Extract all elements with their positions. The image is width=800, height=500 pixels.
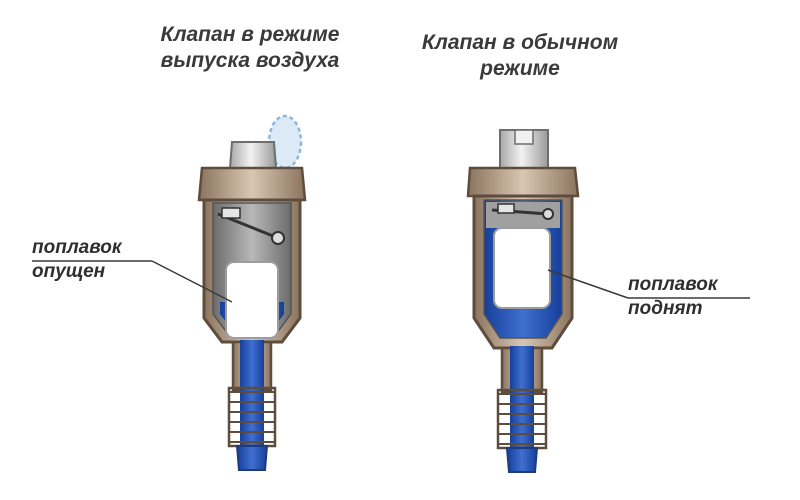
right-valve <box>466 129 580 473</box>
left-valve-float <box>225 261 279 339</box>
right-valve-threads <box>498 393 546 445</box>
left-valve-title-line-1: Клапан в режиме <box>160 23 340 46</box>
float-down-label: поплавок опущен <box>32 236 121 284</box>
float-down-label-line-1: поплавок <box>32 237 122 258</box>
float-down-leader <box>32 260 233 303</box>
right-valve-title-line-2: режиме <box>480 57 560 80</box>
right-valve-lever <box>491 203 554 220</box>
float-down-label-line-2: опущен <box>32 261 106 282</box>
right-valve-head <box>466 166 580 198</box>
left-valve-threads <box>229 391 275 443</box>
left-valve-title-line-2: выпуска воздуха <box>160 49 340 72</box>
right-valve-title-line-1: Клапан в обычном <box>421 31 619 54</box>
float-up-label: поплавок поднят <box>628 273 717 321</box>
left-valve-top-cap <box>228 141 278 169</box>
left-valve <box>197 114 307 471</box>
left-valve-lever <box>217 207 285 245</box>
right-valve-title: Клапан в обычном режиме <box>390 30 650 82</box>
right-valve-float <box>493 227 551 309</box>
left-valve-head <box>197 166 307 202</box>
float-up-label-line-2: поднят <box>628 298 703 319</box>
float-up-leader <box>547 269 750 299</box>
float-up-label-line-1: поплавок <box>628 274 718 295</box>
left-valve-title: Клапан в режиме выпуска воздуха <box>120 22 380 74</box>
